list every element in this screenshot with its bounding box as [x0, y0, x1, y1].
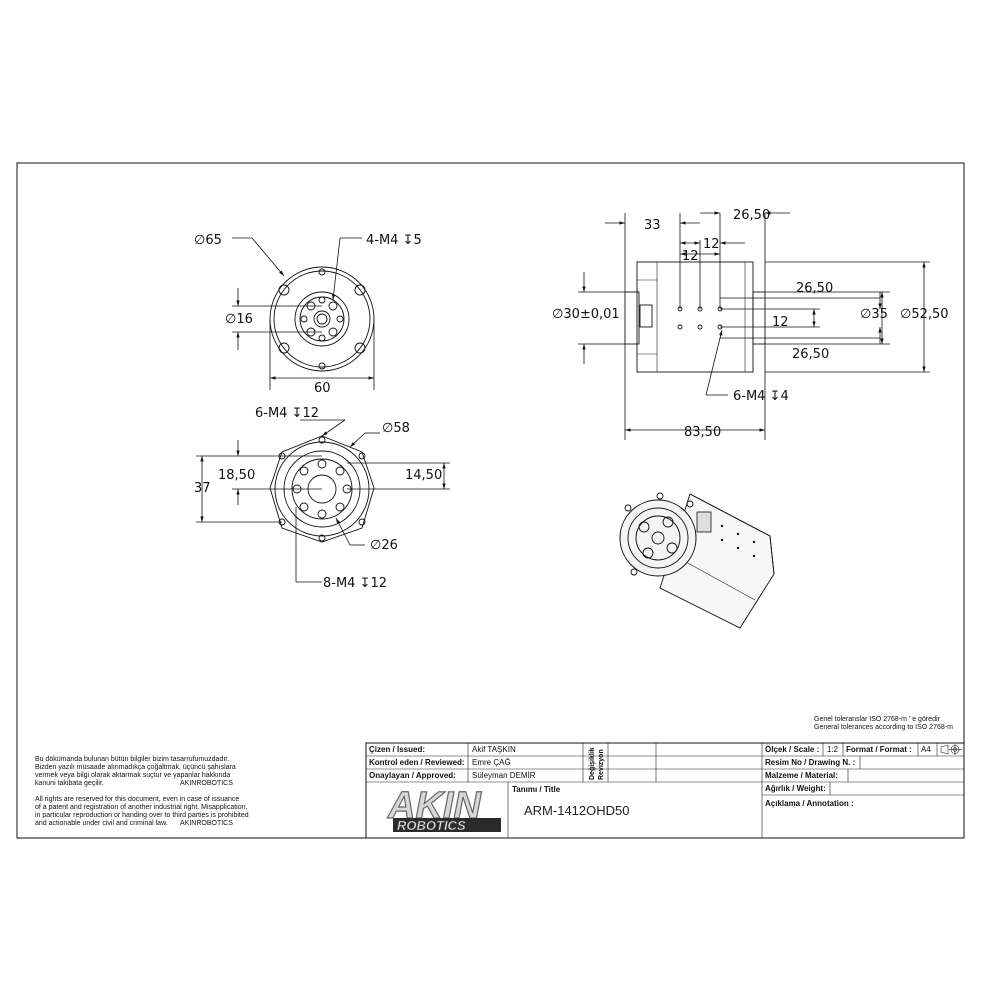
akin-robotics-logo: AKIN ROBOTICS — [386, 784, 501, 833]
svg-text:ROBOTICS: ROBOTICS — [397, 818, 466, 833]
revision-label-1: Değişiklik — [589, 747, 596, 780]
tolerance-note-en: General tolerances according to ISO 2768… — [814, 724, 953, 731]
legal-text: Bu dökümanda bulunan bütün bilgiler bizi… — [35, 756, 249, 827]
legal-tr-1: Bu dökümanda bulunan bütün bilgiler bizi… — [35, 756, 229, 763]
dim-d26: ∅26 — [370, 538, 398, 553]
legal-tr-4: kanuni takibata geçilir. — [35, 780, 104, 787]
format-value: A4 — [921, 745, 931, 754]
dim-d30: ∅30±0,01 — [552, 307, 620, 322]
legal-tr-3: vermek veya bilgi olarak aktarmak suçtur… — [35, 772, 230, 779]
dim-33: 33 — [644, 218, 661, 233]
dim-12-r: 12 — [772, 315, 789, 330]
isometric-view — [619, 492, 775, 629]
format-label: Format / Format : — [846, 745, 912, 754]
dim-26-50-r1: 26,50 — [796, 281, 833, 296]
issued-label: Çizen / Issued: — [369, 745, 425, 754]
reviewed-label: Kontrol eden / Reviewed: — [369, 758, 465, 767]
legal-en-1: All rights are reserved for this documen… — [35, 796, 239, 803]
dim-d58: ∅58 — [382, 421, 410, 436]
dim-thread-top: 4-M4 ↧5 — [366, 233, 422, 248]
projection-symbol-icon — [940, 744, 962, 755]
legal-en-5: AKINROBOTICS — [180, 820, 233, 827]
dim-d35: ∅35 — [860, 307, 888, 322]
reviewed-value: Emre ÇAĞ — [472, 758, 511, 767]
dim-83-50: 83,50 — [684, 425, 721, 440]
dim-d52: ∅52,50 — [900, 307, 949, 322]
material-label: Malzeme / Material: — [765, 771, 838, 780]
front-view: ∅65 4-M4 ↧5 ∅16 60 — [194, 233, 422, 396]
title-block: Çizen / Issued: Akif TAŞKIN Kontrol eden… — [365, 742, 965, 839]
dim-37: 37 — [194, 481, 211, 496]
legal-en-4: and actionable under civil and criminal … — [35, 820, 168, 827]
weight-label: Ağırlık / Weight: — [765, 784, 826, 793]
approved-value: Süleyman DEMİR — [472, 771, 536, 780]
legal-en-3: in particular reproduction or handing ov… — [35, 812, 249, 819]
rear-view: 6-M4 ↧12 ∅58 18,50 37 14,50 ∅26 8-M4 ↧12 — [194, 406, 450, 591]
title-value: ARM-1412OHD50 — [524, 803, 630, 818]
legal-en-2: of a patent and registration of another … — [35, 804, 248, 811]
dim-26-50-top: 26,50 — [733, 208, 770, 223]
description-label: Açıklama / Annotation : — [765, 799, 854, 808]
drawing-no-label: Resim No / Drawing N. : — [765, 758, 855, 767]
side-view: 33 26,50 12 12 26,50 ∅30±0,01 12 ∅35 ∅52… — [552, 208, 949, 440]
dim-d65: ∅65 — [194, 233, 222, 248]
scale-value: 1:2 — [827, 745, 839, 754]
approved-label: Onaylayan / Approved: — [369, 771, 456, 780]
dim-60: 60 — [314, 381, 331, 396]
tolerance-note-tr: Genel toleranslar ISO 2768-m ' e göredir — [814, 716, 941, 723]
revision-label-2: Revizyon — [598, 749, 605, 780]
dim-thread-a: 6-M4 ↧12 — [255, 406, 319, 421]
dim-14-50: 14,50 — [405, 468, 442, 483]
legal-tr-5: AKINROBOTICS — [180, 780, 233, 787]
dim-thread-b: 8-M4 ↧12 — [323, 576, 387, 591]
dim-26-50-r2: 26,50 — [792, 347, 829, 362]
scale-label: Ölçek / Scale : — [765, 745, 819, 754]
legal-tr-2: Bizden yazılı müsaade alınmadıkça çoğalt… — [35, 764, 236, 771]
dim-thread-side: 6-M4 ↧4 — [733, 389, 789, 404]
title-label: Tanımı / Title — [512, 785, 561, 794]
issued-value: Akif TAŞKIN — [472, 745, 516, 754]
dim-18-50: 18,50 — [218, 468, 255, 483]
dim-12-b: 12 — [682, 249, 699, 264]
dim-12-a: 12 — [703, 237, 720, 252]
dim-d16: ∅16 — [225, 312, 253, 327]
drawing-border — [16, 162, 965, 839]
